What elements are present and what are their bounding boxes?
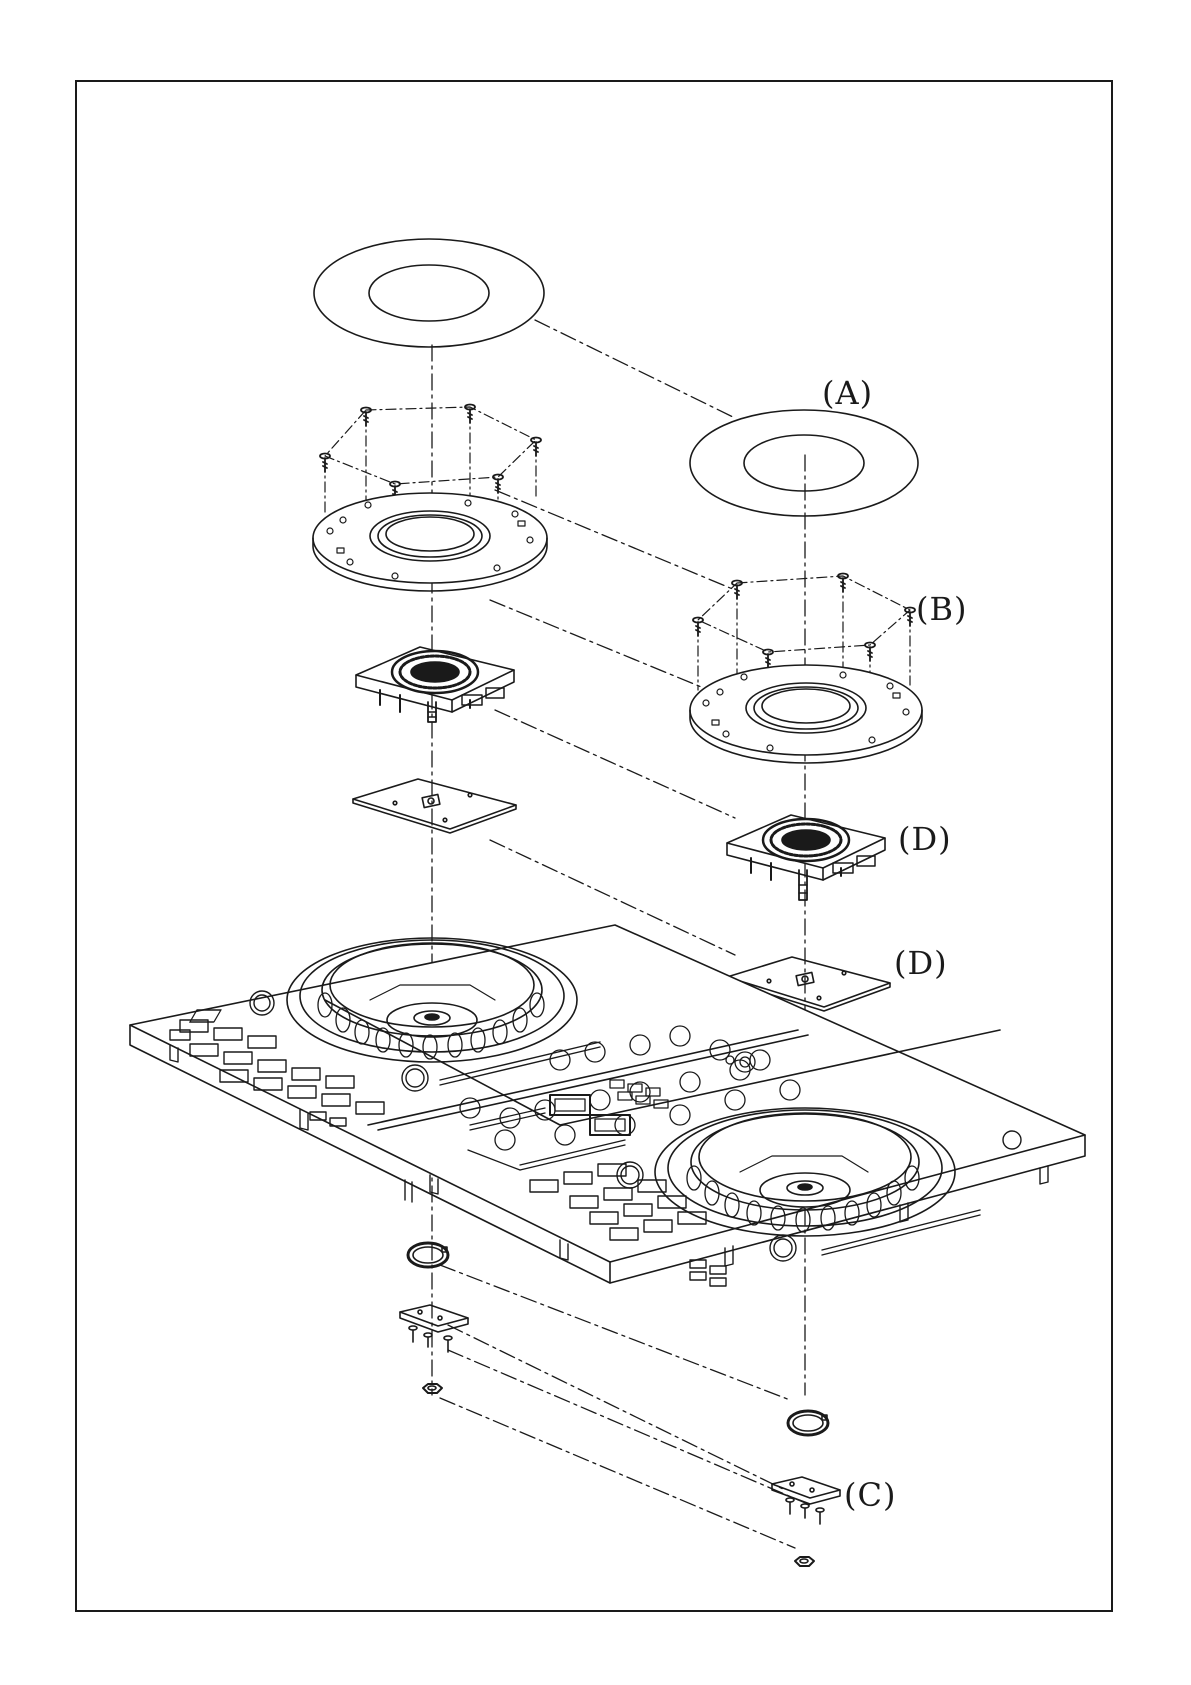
bracket-right xyxy=(772,1477,840,1524)
bracket-left xyxy=(400,1305,468,1352)
nut-right xyxy=(795,1557,814,1566)
callout-a: (A) xyxy=(822,374,873,412)
platter-ring-right xyxy=(690,410,918,516)
sensor-module-left xyxy=(356,647,514,722)
callout-d-lower: (D) xyxy=(894,944,948,982)
sensor-module-right xyxy=(727,815,885,900)
sensor-plate-left xyxy=(353,779,516,833)
callout-b: (B) xyxy=(916,590,967,628)
mounting-plate-left xyxy=(313,493,547,591)
callout-c: (C) xyxy=(844,1476,896,1514)
retaining-ring-left xyxy=(408,1243,448,1267)
platter-ring-left xyxy=(314,239,544,347)
retaining-ring-right xyxy=(788,1411,828,1435)
mounting-plate-right xyxy=(690,665,922,763)
callout-d-upper: (D) xyxy=(898,820,952,858)
